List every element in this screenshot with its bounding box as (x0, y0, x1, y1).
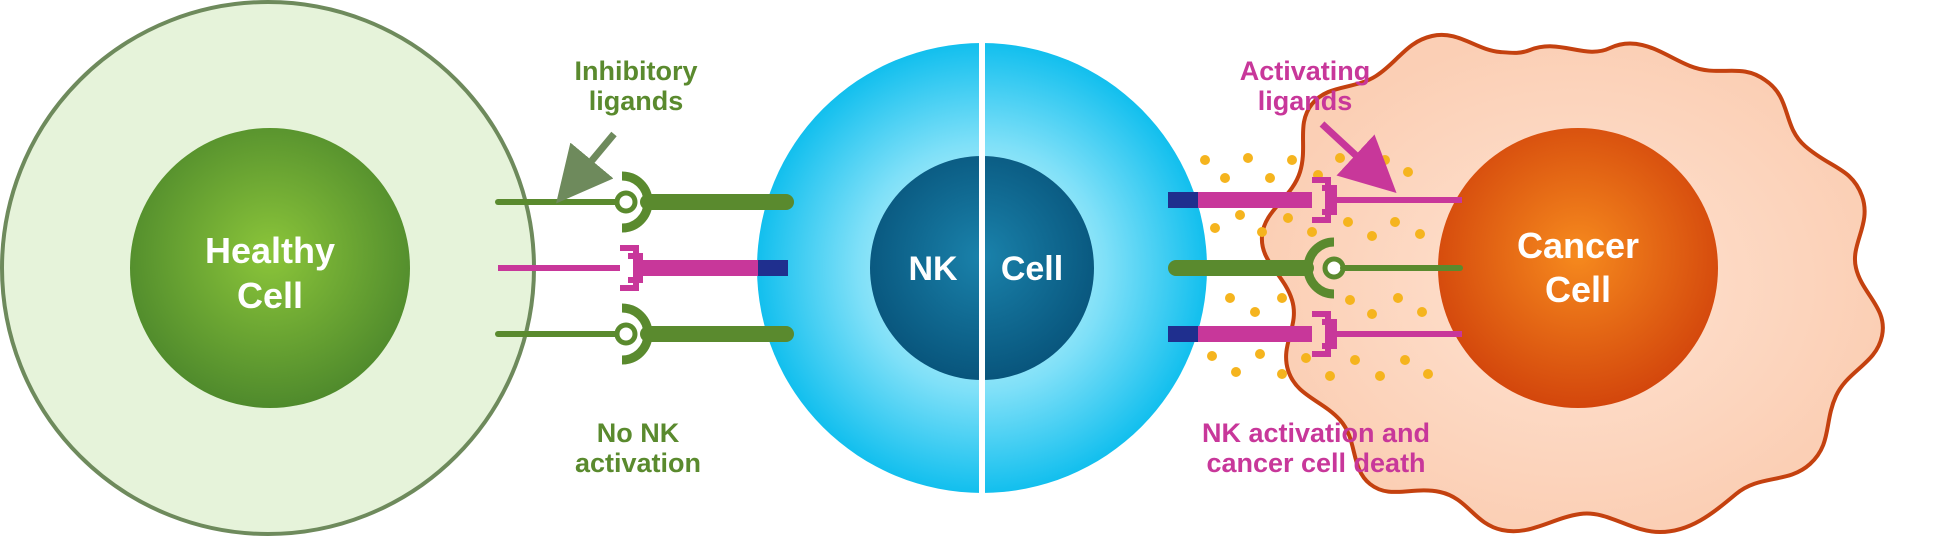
cytotoxic-granule-icon (1345, 295, 1355, 305)
nk-receptor-anchor (758, 260, 788, 276)
left-receptor-row-3 (495, 303, 794, 365)
cytotoxic-granule-icon (1277, 369, 1287, 379)
cytotoxic-granule-icon (1415, 229, 1425, 239)
cytotoxic-granule-icon (1231, 367, 1241, 377)
cytotoxic-granule-icon (1390, 217, 1400, 227)
inhibitory-ligands-label-line1: Inhibitory (575, 56, 698, 86)
cytotoxic-granule-icon (1287, 155, 1297, 165)
nk-activating-receptor-bar (640, 260, 758, 276)
cytotoxic-granule-icon (1255, 349, 1265, 359)
cytotoxic-granule-icon (1350, 355, 1360, 365)
nk-activating-receptor-bar (1198, 192, 1312, 208)
left-receptor-row-2 (498, 245, 788, 291)
nk-activation-death-label-line1: NK activation and (1202, 418, 1430, 448)
cytotoxic-granule-icon (1325, 371, 1335, 381)
cancer-cell: Cancer Cell (1259, 32, 1885, 535)
nk-cell-label-right: Cell (1001, 250, 1063, 288)
cytotoxic-granule-icon (1301, 353, 1311, 363)
cancer-cell-label-line1: Cancer (1517, 225, 1639, 266)
activating-ligands-label-line1: Activating (1240, 56, 1371, 86)
inhibitory-receptor-icon (1303, 237, 1335, 299)
cytotoxic-granule-icon (1283, 213, 1293, 223)
cytotoxic-granule-icon (1265, 173, 1275, 183)
inhibitory-ligand-tip (614, 190, 638, 214)
cytotoxic-granule-icon (1277, 293, 1287, 303)
healthy-cell: Healthy Cell (0, 0, 536, 536)
cytotoxic-granules (1200, 153, 1433, 381)
cytotoxic-granule-icon (1375, 371, 1385, 381)
nk-receptor-anchor (1168, 192, 1198, 208)
nk-cell: NK Cell (757, 42, 1207, 494)
cytotoxic-granule-icon (1235, 210, 1245, 220)
cytotoxic-granule-icon (1200, 155, 1210, 165)
right-receptor-row-3 (1168, 311, 1462, 357)
cytotoxic-granule-icon (1307, 227, 1317, 237)
right-receptor-row-2 (1168, 237, 1463, 299)
cytotoxic-granule-icon (1207, 351, 1217, 361)
cytotoxic-granule-icon (1403, 167, 1413, 177)
nk-activating-receptor-bar (1198, 326, 1312, 342)
cytotoxic-granule-icon (1225, 293, 1235, 303)
cytotoxic-granule-icon (1210, 223, 1220, 233)
cancer-cell-nucleus (1438, 128, 1718, 408)
healthy-cell-label-line2: Cell (237, 275, 303, 316)
activating-receptor-icon (1312, 311, 1337, 357)
left-receptor-row-1 (495, 171, 794, 233)
nk-receptor-anchor (1168, 326, 1198, 342)
cytotoxic-granule-icon (1220, 173, 1230, 183)
cytotoxic-granule-icon (1400, 355, 1410, 365)
cytotoxic-granule-icon (1367, 309, 1377, 319)
cancer-cell-label-line2: Cell (1545, 269, 1611, 310)
arrow-icon (1319, 121, 1397, 194)
nk-cell-label-left: NK (908, 250, 958, 288)
cytotoxic-granule-icon (1243, 153, 1253, 163)
cytotoxic-granule-icon (1335, 153, 1345, 163)
inhibitory-ligands-label-line2: ligands (589, 86, 684, 116)
cytotoxic-granule-icon (1380, 155, 1390, 165)
cytotoxic-granule-icon (1355, 171, 1365, 181)
cytotoxic-granule-icon (1343, 217, 1353, 227)
cytotoxic-granule-icon (1423, 369, 1433, 379)
cytotoxic-granule-icon (1250, 307, 1260, 317)
healthy-cell-label-line1: Healthy (205, 230, 335, 271)
cytotoxic-granule-icon (1393, 293, 1403, 303)
cytotoxic-granule-icon (1257, 227, 1267, 237)
no-nk-activation-label-line2: activation (575, 448, 701, 478)
cytotoxic-granule-icon (1367, 231, 1377, 241)
activating-ligands-label-line2: ligands (1258, 86, 1353, 116)
arrow-icon (556, 131, 617, 204)
inhibitory-ligand-tip (614, 322, 638, 346)
right-receptor-row-1 (1168, 177, 1462, 223)
cytotoxic-granule-icon (1417, 307, 1427, 317)
activating-receptor-icon (1312, 177, 1337, 223)
no-nk-activation-label-line1: No NK (597, 418, 680, 448)
activating-receptor-icon (620, 245, 643, 291)
healthy-cell-nucleus (130, 128, 410, 408)
nk-activation-death-label-line2: cancer cell death (1206, 448, 1425, 478)
